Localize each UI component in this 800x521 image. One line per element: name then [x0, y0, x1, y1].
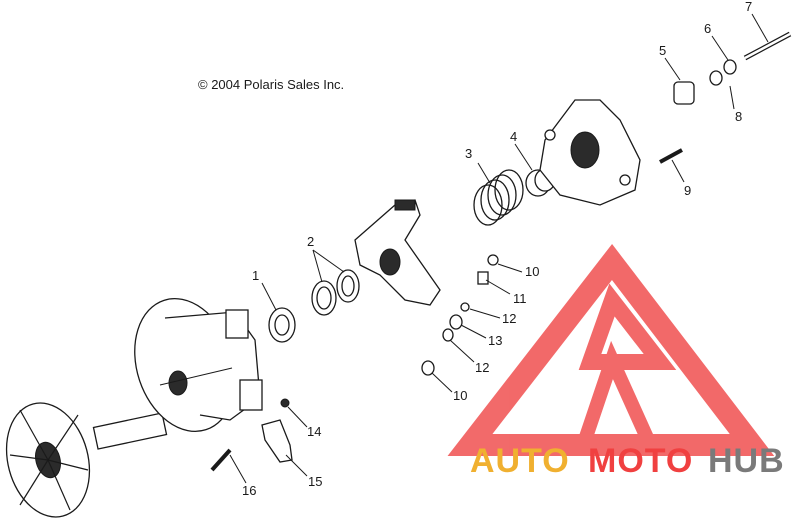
callout-7: 7: [745, 0, 752, 14]
part-14-screw: [280, 398, 290, 408]
callout-4: 4: [510, 129, 517, 144]
part-11: [477, 271, 489, 285]
part-fan-sheave: [5, 402, 168, 518]
part-16-pin: [210, 448, 232, 472]
part-10-lower: [421, 360, 435, 376]
callout-11: 11: [513, 291, 527, 306]
part-12-lower: [442, 328, 454, 342]
part-1-bushing: [268, 307, 296, 343]
copyright-text: © 2004 Polaris Sales Inc.: [198, 77, 344, 92]
callout-16: 16: [242, 483, 256, 498]
part-12-upper: [460, 302, 470, 312]
part-sheave: [134, 297, 263, 433]
part-5-bushing: [673, 81, 695, 105]
part-15-weight: [261, 419, 293, 463]
callout-8: 8: [735, 109, 742, 124]
callout-14: 14: [307, 424, 321, 439]
logo-text-moto: MOTO: [588, 442, 693, 480]
part-13: [449, 314, 463, 330]
callout-12-upper: 12: [502, 311, 516, 326]
part-9-pin: [659, 148, 683, 164]
callout-12-lower: 12: [475, 360, 489, 375]
part-2-shims: [311, 269, 360, 316]
logo-text-auto: AUTO: [470, 442, 570, 480]
part-10-upper: [487, 254, 499, 266]
callout-10-upper: 10: [525, 264, 539, 279]
callout-10-lower: 10: [453, 388, 467, 403]
part-7-bolt: [743, 31, 792, 61]
watermark-logo-mark: [447, 243, 775, 456]
part-8-washer: [709, 70, 723, 86]
part-spider: [354, 199, 441, 306]
callout-9: 9: [684, 183, 691, 198]
logo-text-hub: HUB: [708, 442, 785, 480]
callout-5: 5: [659, 43, 666, 58]
callout-3: 3: [465, 146, 472, 161]
part-3-spring: [473, 169, 524, 226]
callout-2: 2: [307, 234, 314, 249]
part-6-washer: [723, 59, 737, 75]
callout-1: 1: [252, 268, 259, 283]
callout-13: 13: [488, 333, 502, 348]
callout-15: 15: [308, 474, 322, 489]
callout-6: 6: [704, 21, 711, 36]
leader-lines: [229, 13, 769, 484]
part-cover: [539, 99, 641, 206]
